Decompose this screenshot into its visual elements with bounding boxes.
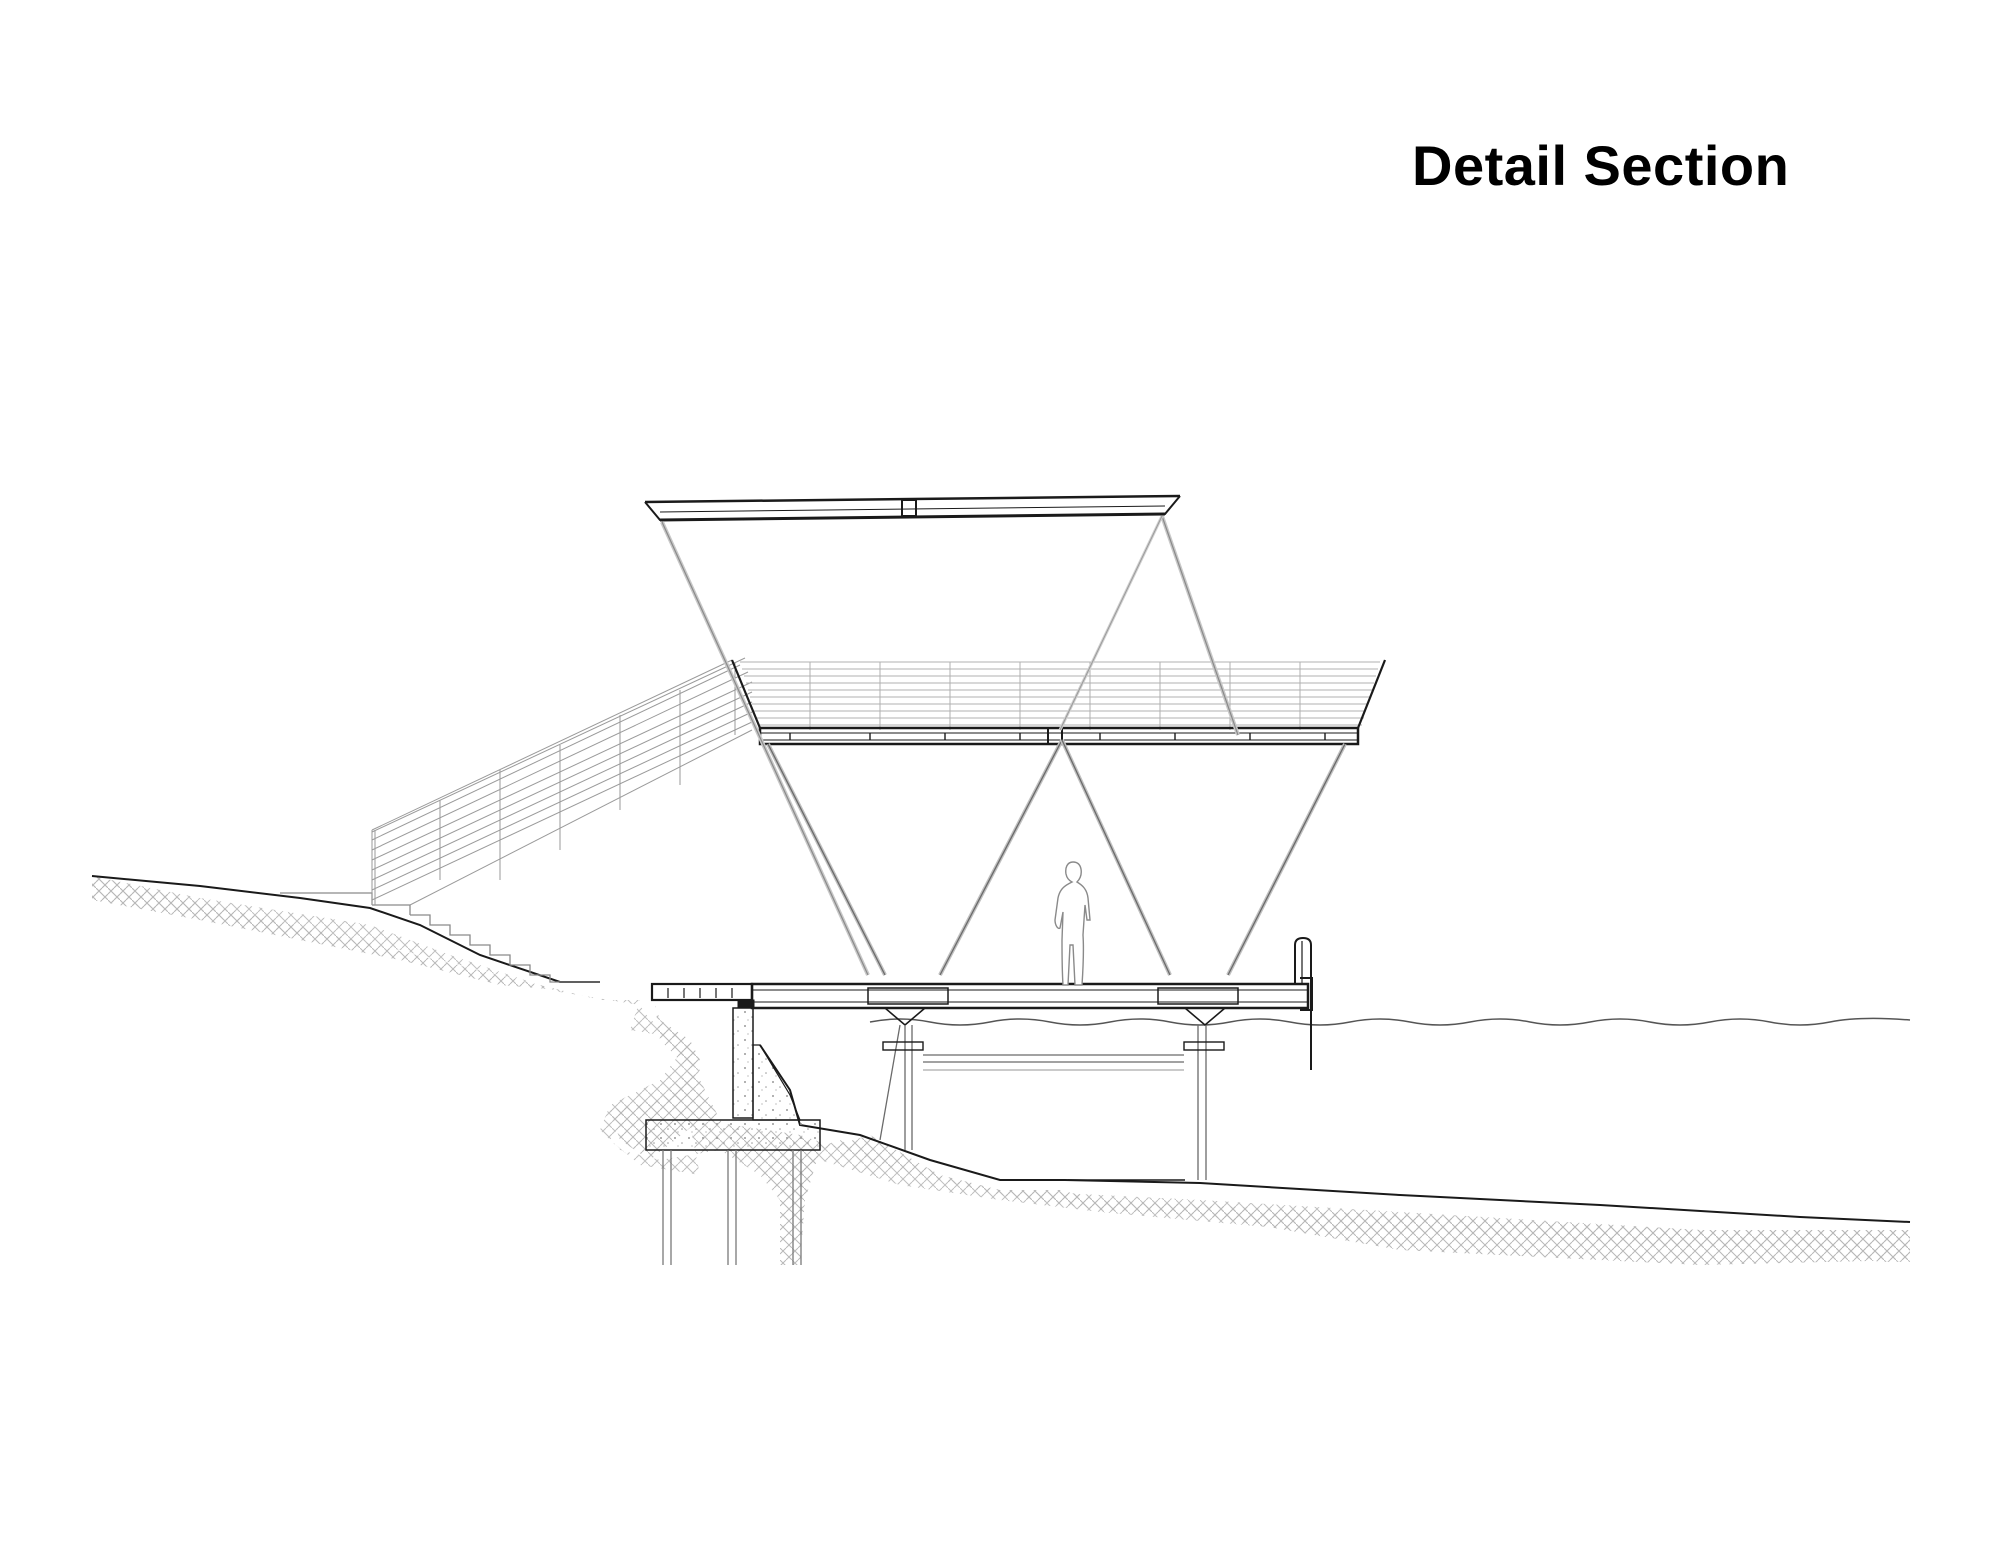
structural-struts	[660, 515, 1347, 976]
lower-canopy	[730, 659, 1387, 746]
understructure	[879, 1007, 1226, 1180]
piles	[662, 1150, 802, 1265]
deck-slab	[650, 977, 1313, 1011]
ladder	[1294, 936, 1312, 1070]
foundation	[645, 1007, 821, 1151]
drawing-title: Detail Section	[1412, 134, 1790, 197]
human-figure	[1054, 861, 1091, 986]
water-surface	[869, 1017, 1911, 1026]
upper-roof	[644, 494, 1181, 522]
stair-balustrade	[371, 657, 753, 906]
ground-left-bank	[92, 876, 1910, 1265]
